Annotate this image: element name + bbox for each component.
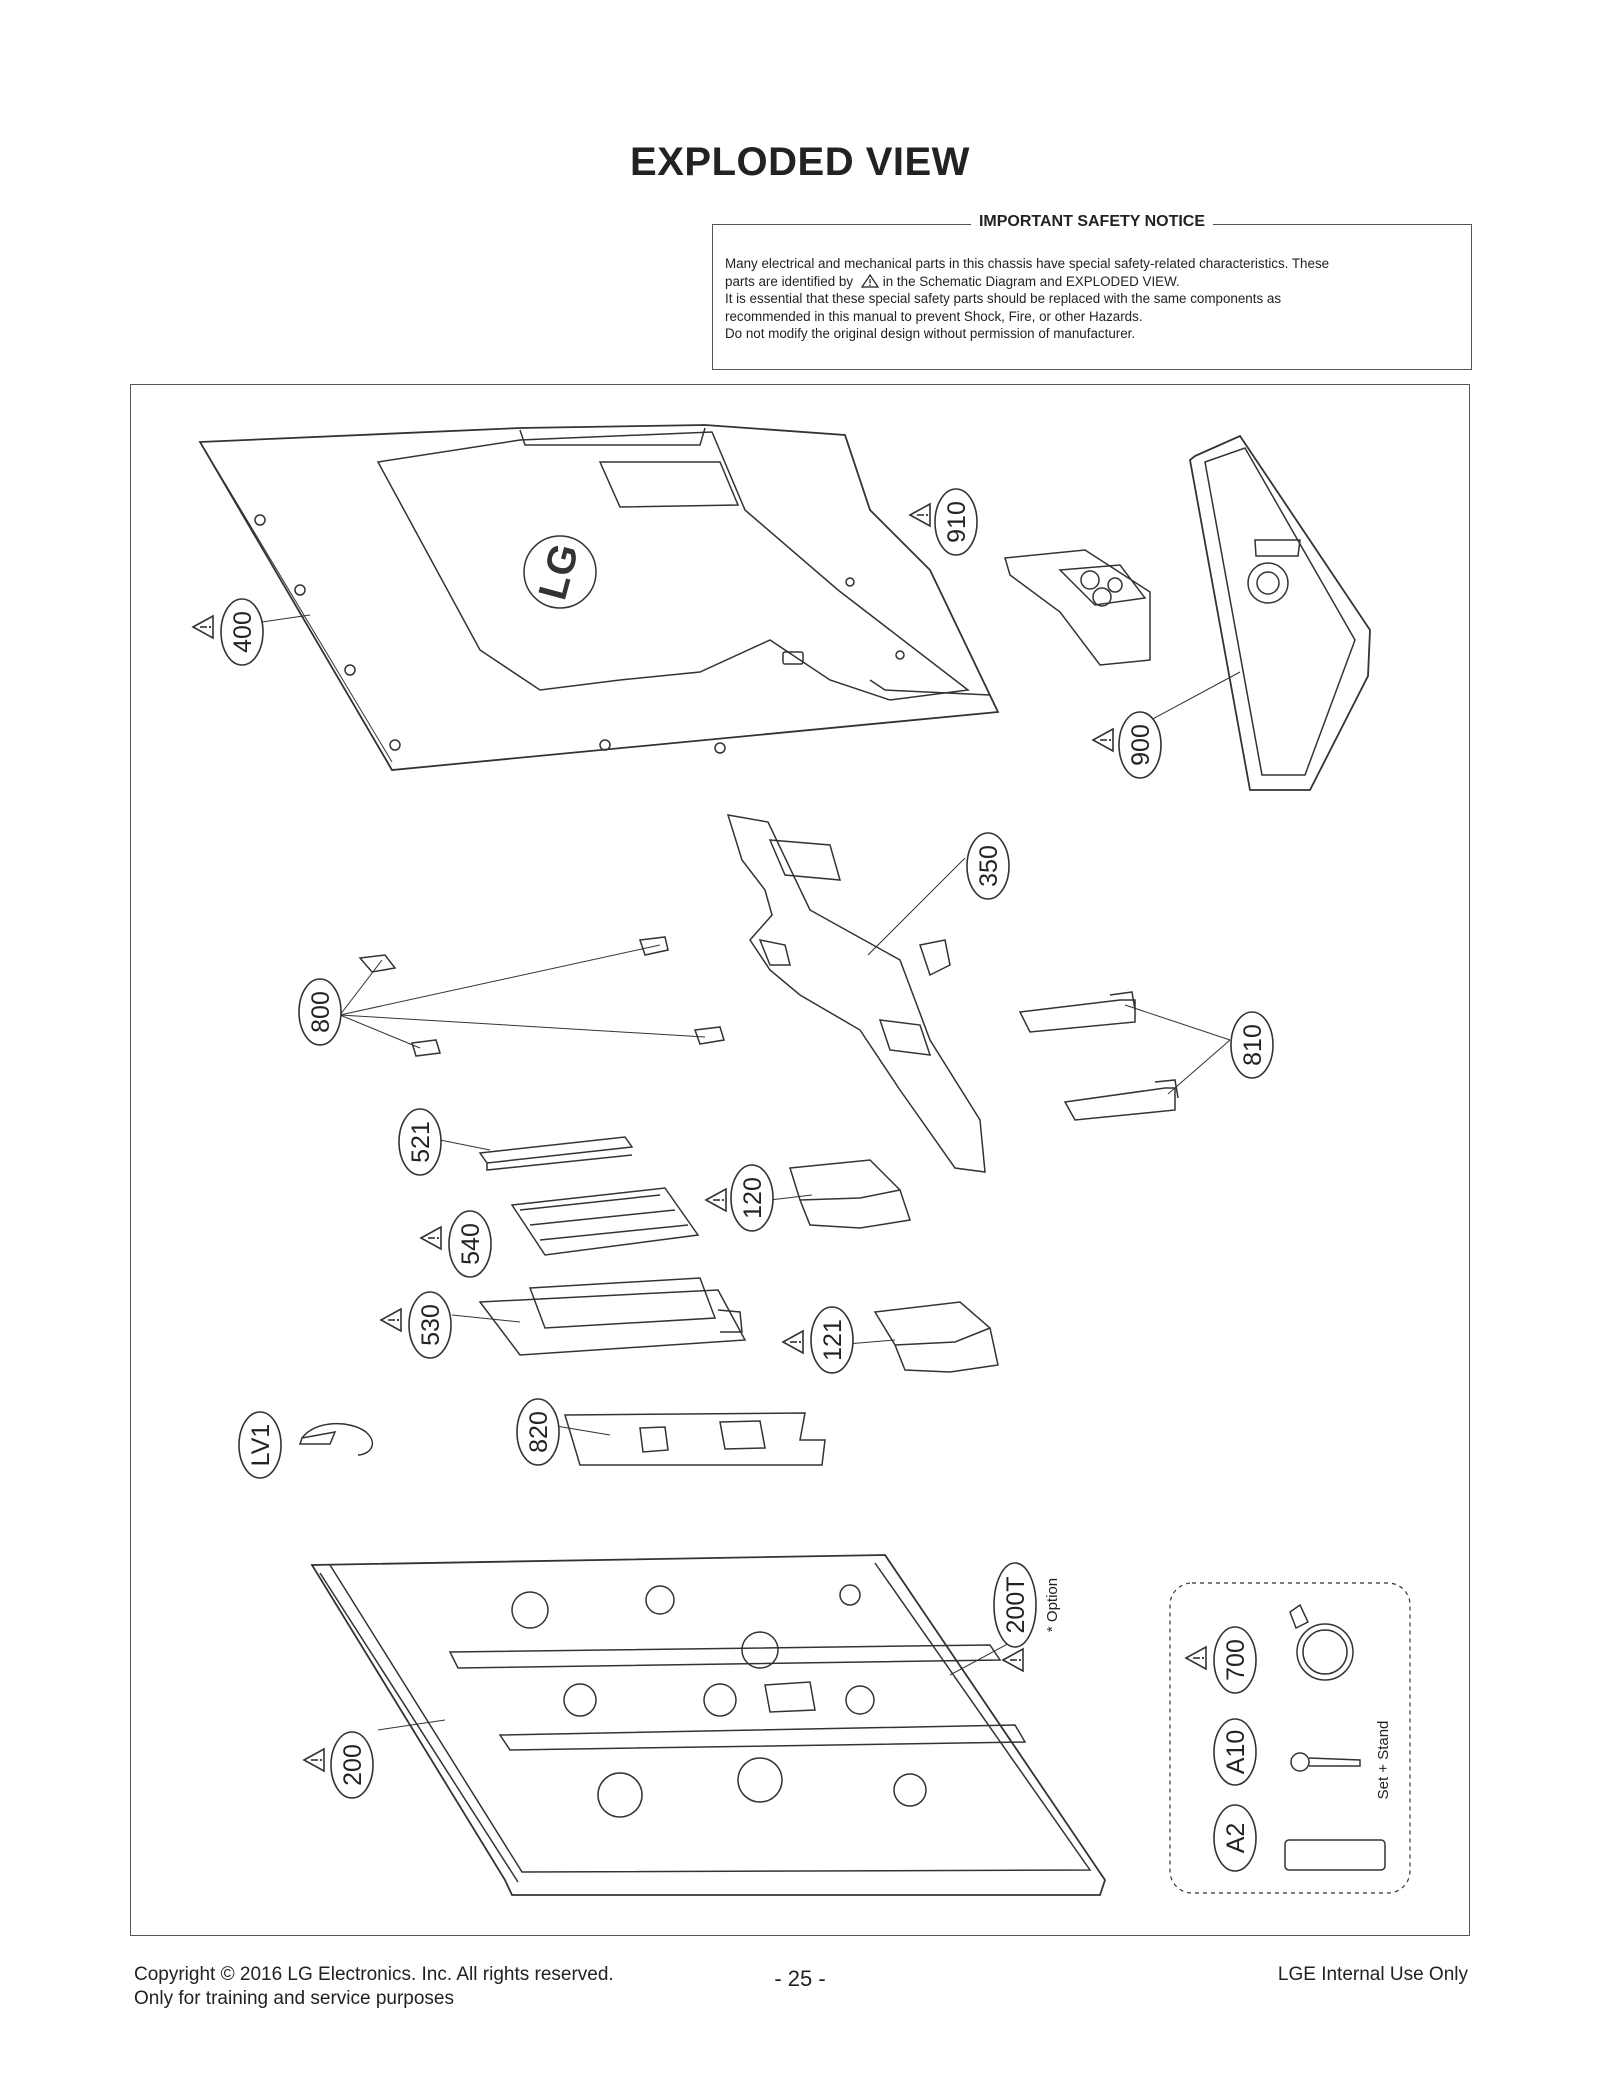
notice-line: recommended in this manual to prevent Sh… xyxy=(725,308,1143,324)
part-label-400: 400 xyxy=(229,611,257,653)
safety-notice-body: Many electrical and mechanical parts in … xyxy=(725,255,1457,343)
part-label-120: 120 xyxy=(739,1177,767,1219)
part-label-121: 121 xyxy=(819,1319,847,1361)
part-label-lv1: LV1 xyxy=(247,1424,275,1467)
back-cover-part: LG xyxy=(198,424,1000,771)
notice-line: It is essential that these special safet… xyxy=(725,291,1282,306)
lg-logo: LG xyxy=(531,539,588,604)
part-label-200: 200 xyxy=(339,1744,367,1786)
notice-line: in the Schematic Diagram and EXPLODED VI… xyxy=(882,273,1180,289)
insulator-sheet-part xyxy=(563,1412,826,1466)
notice-line: Do not modify the original design withou… xyxy=(725,326,1136,341)
footer-purpose: Only for training and service purposes xyxy=(134,1988,454,2009)
part-label-800: 800 xyxy=(307,991,335,1033)
part-label-a2: A2 xyxy=(1222,1823,1250,1854)
exploded-view-frame xyxy=(130,384,1470,1936)
part-label-700: 700 xyxy=(1222,1639,1250,1681)
part-label-350: 350 xyxy=(975,845,1003,887)
notice-line: parts are identified by xyxy=(725,273,854,289)
speaker-right-part xyxy=(873,1301,999,1373)
set-stand-note: Set + Stand xyxy=(1375,1721,1392,1800)
main-board-part xyxy=(510,1187,700,1256)
part-label-200t: 200T xyxy=(1002,1577,1030,1634)
part-label-810: 810 xyxy=(1239,1024,1267,1066)
part-label-530: 530 xyxy=(417,1304,445,1346)
part-label-910: 910 xyxy=(943,501,971,543)
page-title: EXPLODED VIEW xyxy=(630,140,970,184)
speaker-left-part xyxy=(789,1159,911,1229)
part-label-820: 820 xyxy=(525,1411,553,1453)
part-label-900: 900 xyxy=(1127,724,1155,766)
clip-part-set xyxy=(358,936,725,1057)
warning-triangle-icon xyxy=(860,273,879,288)
safety-notice-box: IMPORTANT SAFETY NOTICE Many electrical … xyxy=(712,213,1472,370)
part-label-521: 521 xyxy=(407,1121,435,1163)
footer-copyright: Copyright © 2016 LG Electronics. Inc. Al… xyxy=(134,1964,614,1985)
part-label-540: 540 xyxy=(457,1223,485,1265)
stand-neck-part xyxy=(1004,549,1151,666)
accessory-box xyxy=(1169,1582,1411,1894)
page-number: - 25 - xyxy=(774,1966,826,1991)
lvds-cable-part xyxy=(298,1422,374,1456)
stand-base-part xyxy=(1189,434,1371,791)
power-board-part xyxy=(478,1277,747,1356)
footer-internal: LGE Internal Use Only xyxy=(1277,1964,1468,1985)
side-bracket-part xyxy=(1018,991,1179,1121)
control-strip-part xyxy=(478,1136,634,1171)
main-bracket-part xyxy=(726,814,986,1173)
safety-notice-heading: IMPORTANT SAFETY NOTICE xyxy=(970,213,1214,230)
notice-line: Many electrical and mechanical parts in … xyxy=(725,256,1330,271)
part-label-a10: A10 xyxy=(1222,1730,1250,1774)
lcd-panel-part xyxy=(310,1554,1106,1896)
option-note: * Option xyxy=(1044,1578,1061,1632)
